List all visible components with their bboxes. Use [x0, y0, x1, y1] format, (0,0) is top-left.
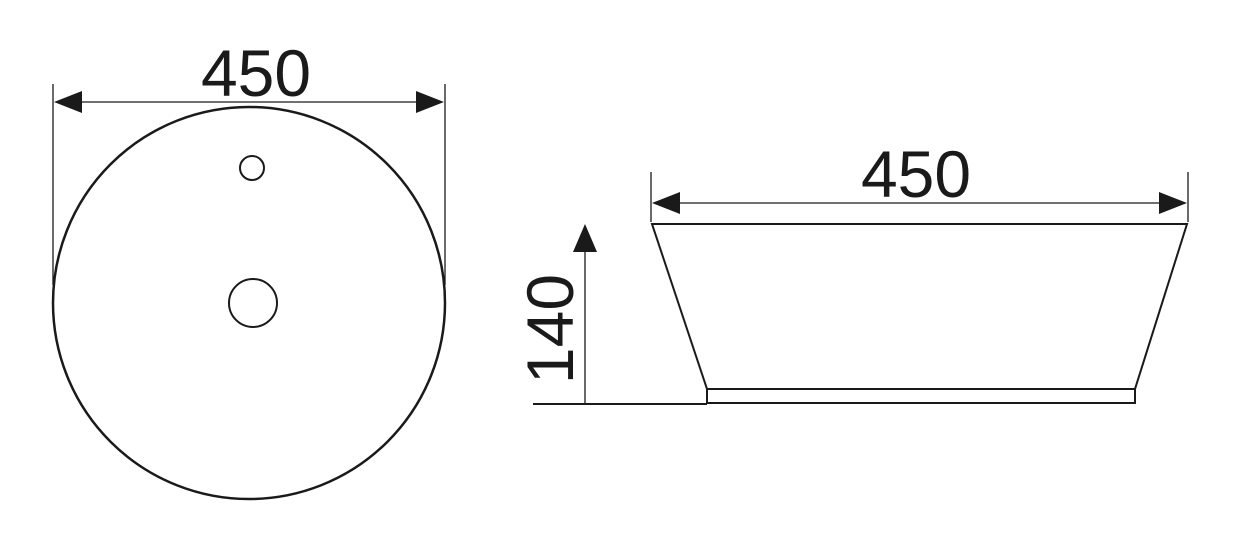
top-view: 450	[51, 36, 447, 501]
basin-side-profile	[650, 223, 1189, 390]
top-view-arrow-left	[54, 91, 82, 113]
side-view-arrow-right	[1159, 192, 1187, 214]
basin-rim-outline	[51, 105, 447, 501]
tap-hole	[239, 155, 265, 181]
height-arrow-top	[573, 224, 597, 252]
top-view-width-label: 450	[201, 36, 311, 110]
top-view-arrow-right	[416, 91, 444, 113]
side-view-arrow-left	[652, 192, 680, 214]
side-view: 450 140	[513, 137, 1189, 405]
drain-hole	[228, 278, 278, 328]
basin-base	[706, 388, 1136, 404]
side-view-height-label: 140	[513, 274, 587, 384]
side-view-width-label: 450	[861, 137, 971, 211]
